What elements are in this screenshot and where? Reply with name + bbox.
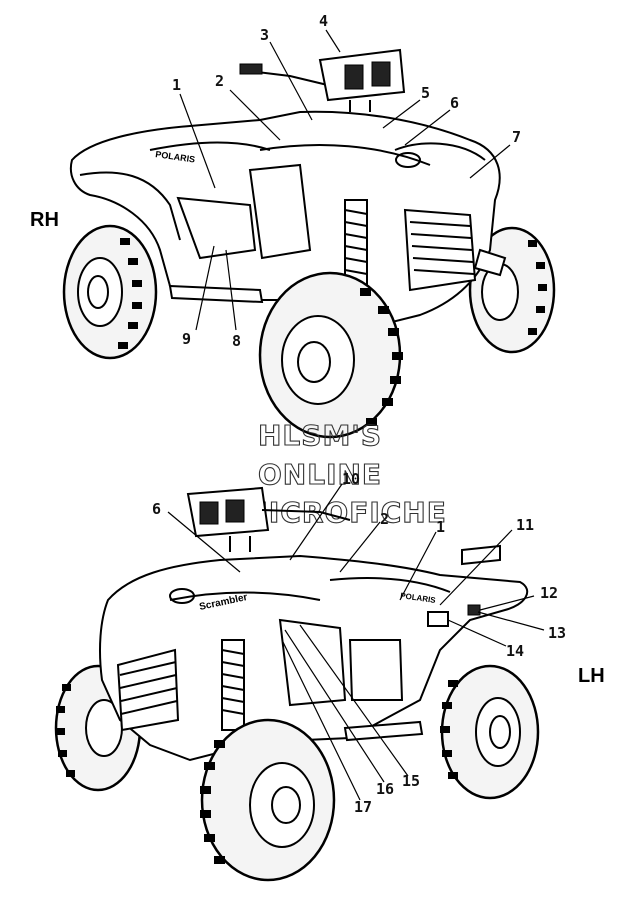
rh-handlebar (239, 48, 406, 112)
callout-3: 3 (260, 26, 269, 44)
lh-leader-lines (167, 483, 545, 801)
callout-7: 7 (512, 128, 521, 146)
rh-rear-wheel (62, 224, 158, 360)
callout-1: 1 (436, 518, 445, 536)
callout-8: 8 (232, 332, 241, 350)
atv-lh-view: Scrambler POLARIS (54, 470, 605, 882)
callout-16: 16 (376, 780, 394, 798)
lh-handlebar (186, 486, 351, 552)
callout-6: 6 (152, 500, 161, 518)
watermark-line-3: MICROFICHE (240, 496, 447, 529)
callout-2: 2 (215, 72, 224, 90)
rh-front-wheel (258, 271, 403, 439)
lh-rear-wheel (440, 664, 540, 800)
lh-front-wheel (200, 718, 336, 882)
callout-15: 15 (402, 772, 420, 790)
callout-17: 17 (354, 798, 372, 816)
watermark-line-1: HLSM'S (258, 419, 382, 452)
rh-body: POLARIS (70, 110, 507, 327)
callout-5: 5 (421, 84, 430, 102)
lh-callout-labels: 6 10 2 1 11 12 13 14 15 16 17 (152, 470, 566, 816)
rh-side-label: RH (30, 209, 59, 231)
callout-14: 14 (506, 642, 524, 660)
watermark-line-2: ONLINE (258, 458, 382, 491)
callout-4: 4 (319, 12, 328, 30)
atv-rh-view: POLARIS (30, 12, 556, 439)
rh-callout-labels: 1 2 3 4 5 6 7 8 9 (172, 12, 521, 350)
callout-12: 12 (540, 584, 558, 602)
lh-side-label: LH (578, 665, 605, 687)
watermark: HLSM'S ONLINE MICROFICHE (239, 418, 447, 529)
callout-1: 1 (172, 76, 181, 94)
callout-2: 2 (380, 510, 389, 528)
lh-body: Scrambler POLARIS (99, 554, 529, 762)
callout-13: 13 (548, 624, 566, 642)
callout-10: 10 (342, 470, 360, 488)
decal-11-sticker (461, 544, 501, 566)
callout-6: 6 (450, 94, 459, 112)
rh-leader-lines (179, 29, 511, 331)
callout-9: 9 (182, 330, 191, 348)
callout-11: 11 (516, 516, 534, 534)
